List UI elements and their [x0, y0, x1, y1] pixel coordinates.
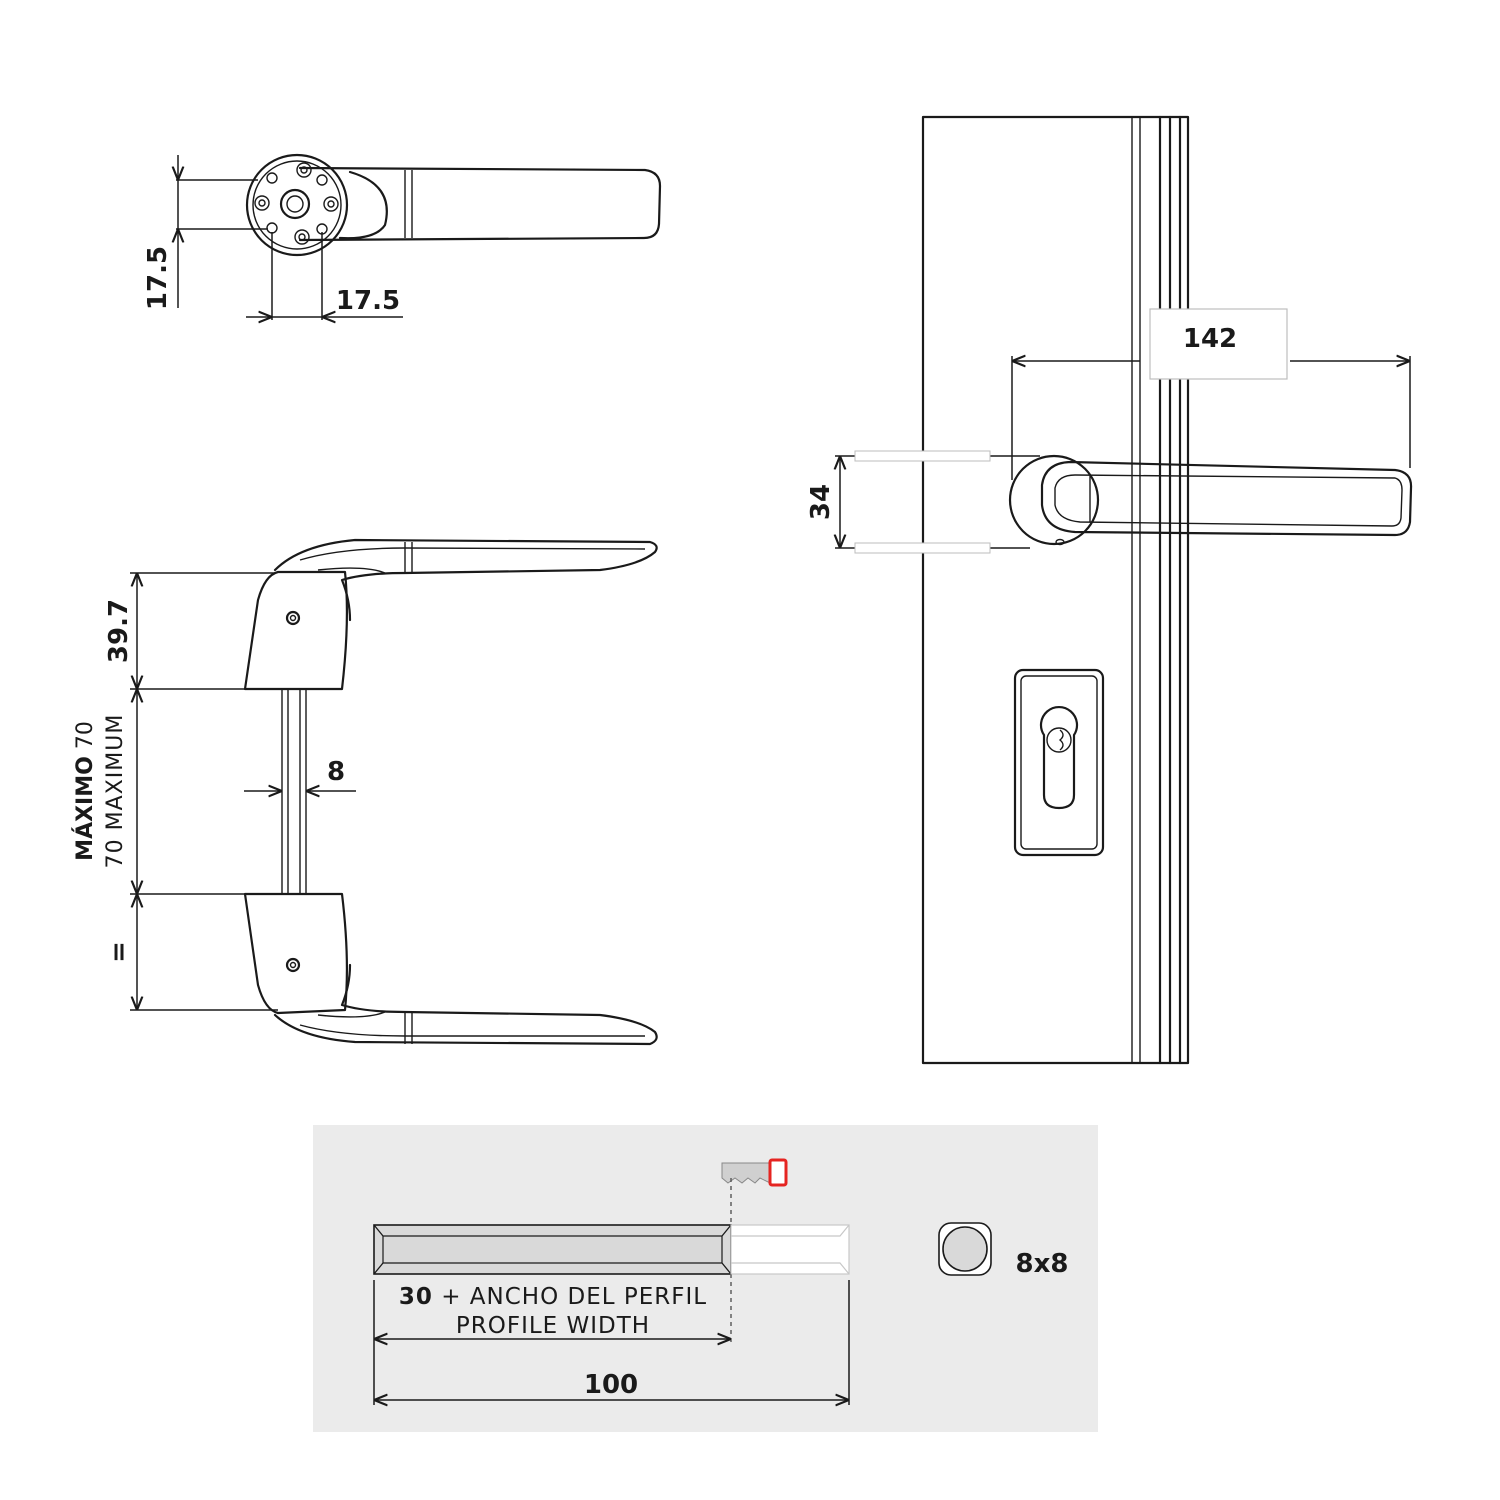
- maximum-label-es-value: 70: [73, 721, 98, 756]
- cut-length-label-en: PROFILE WIDTH: [456, 1313, 650, 1339]
- cut-length-dimension: 100: [373, 1280, 850, 1405]
- spindle-panel-background: [313, 1125, 1098, 1432]
- spindle-width-label: 8: [327, 757, 345, 787]
- cut-length-label: 30 + ANCHO DEL PERFIL: [399, 1284, 707, 1310]
- side-view: 39.7 = MÁXIMO 70 70 MAXIMUM 8: [72, 538, 658, 1046]
- handle-length-label: 142: [1183, 324, 1237, 354]
- cylinder-escutcheon: [1013, 668, 1105, 857]
- top-view-rose: [245, 153, 349, 257]
- door-profile: [921, 115, 1190, 1065]
- spindle-bar: [373, 1224, 850, 1275]
- door-handle: [1008, 454, 1413, 546]
- maximum-label-es-bold: MÁXIMO: [72, 756, 98, 861]
- upper-handle: [243, 538, 658, 691]
- cut-length-text: + ANCHO DEL PERFIL: [433, 1284, 707, 1310]
- side-view-height-dimension: 39.7 = MÁXIMO 70 70 MAXIMUM: [72, 572, 278, 1011]
- top-view-handle: [298, 166, 662, 242]
- door-view: 142 34: [806, 115, 1413, 1065]
- handle-length-dimension: 142: [1011, 308, 1411, 480]
- top-view-vertical-dimension-label: 17.5: [143, 246, 173, 310]
- spindle-panel: 8x8 30 + ANCHO DEL PERFIL PROFILE WIDTH …: [313, 1125, 1098, 1432]
- maximum-label-en: 70 MAXIMUM: [103, 714, 128, 869]
- spindle-square-icon: [938, 1222, 992, 1276]
- rose-offset-dimension: 34: [806, 450, 1040, 554]
- top-view: 17.5 17.5: [143, 153, 662, 320]
- maximum-label-es: MÁXIMO 70: [72, 721, 98, 861]
- spindle-width-dimension: 8: [244, 757, 356, 791]
- cut-length-number: 30: [399, 1284, 433, 1310]
- saw-icon: [721, 1158, 788, 1345]
- spindle-square-size-label: 8x8: [1016, 1249, 1069, 1279]
- rose-height-label: 39.7: [104, 599, 134, 663]
- rose-offset-label: 34: [806, 484, 836, 520]
- equal-dimension-label: =: [104, 941, 134, 963]
- top-view-horizontal-dimension-label: 17.5: [336, 286, 400, 316]
- spindle: [281, 688, 307, 895]
- total-length-label: 100: [584, 1370, 638, 1400]
- top-view-horizontal-dimension: 17.5: [246, 232, 403, 320]
- lower-handle: [243, 892, 658, 1046]
- top-view-vertical-dimension: 17.5: [143, 155, 268, 310]
